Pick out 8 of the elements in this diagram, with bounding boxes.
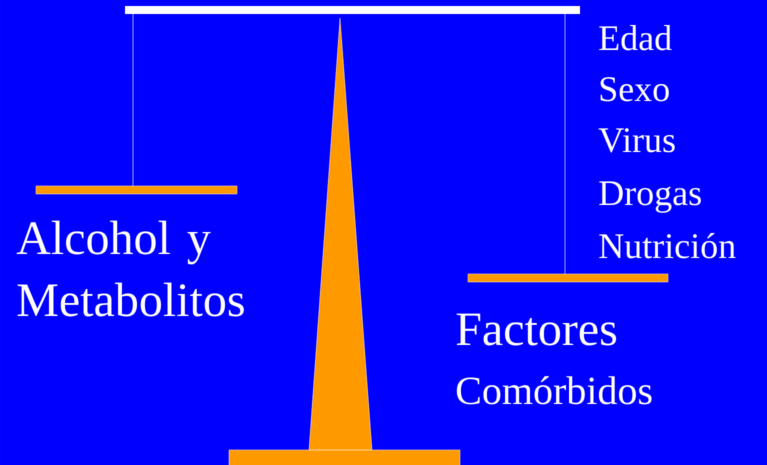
label-text: Alcohol y Metabolitos — [16, 220, 244, 316]
label-text: Factores — [456, 314, 616, 346]
label-text: Edad — [599, 25, 672, 50]
label-text: Sexo — [600, 77, 669, 102]
label-text: Drogas — [599, 181, 701, 213]
label-text: Virus — [598, 128, 675, 153]
label-text: Nutrición — [599, 232, 736, 258]
label-text: Comórbidos — [456, 376, 652, 404]
